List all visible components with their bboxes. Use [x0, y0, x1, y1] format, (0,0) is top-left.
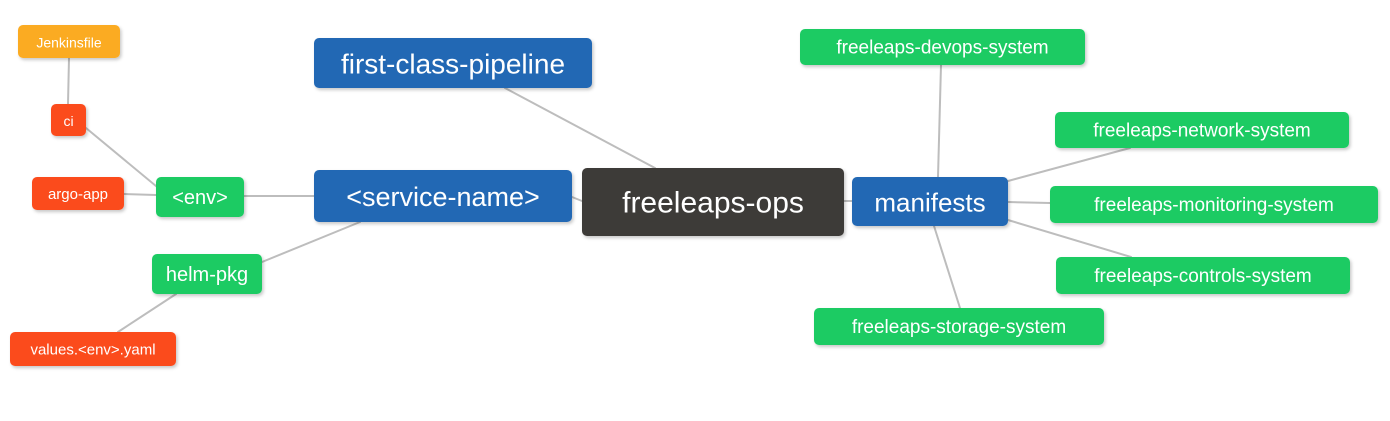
- mindmap-edge-first-class-pipeline-to-freeleaps-ops: [504, 87, 656, 169]
- node-box-freeleaps-network-system[interactable]: [1055, 112, 1349, 148]
- mindmap-node-helm-pkg[interactable]: helm-pkg: [152, 254, 262, 294]
- mindmap-node-freeleaps-devops-system[interactable]: freeleaps-devops-system: [800, 29, 1085, 65]
- node-box-freeleaps-monitoring-system[interactable]: [1050, 186, 1378, 223]
- node-box-freeleaps-storage-system[interactable]: [814, 308, 1104, 345]
- node-label-freeleaps-devops-system: freeleaps-devops-system: [836, 38, 1048, 59]
- node-box-ci[interactable]: [51, 104, 86, 136]
- nodes-layer: Jenkinsfile ci argo-app <env> helm-pkg values…: [10, 25, 1378, 366]
- node-label-ci: ci: [63, 113, 73, 129]
- node-label-values-yaml: values.<env>.yaml: [30, 342, 155, 359]
- mindmap-node-freeleaps-network-system[interactable]: freeleaps-network-system: [1055, 112, 1349, 148]
- node-label-first-class-pipeline: first-class-pipeline: [341, 49, 565, 80]
- mindmap-edge-manifests-to-freeleaps-network-system: [1007, 147, 1131, 182]
- mindmap-node-argo-app[interactable]: argo-app: [32, 177, 124, 210]
- node-box-service-name[interactable]: [314, 170, 572, 222]
- node-label-env: <env>: [172, 187, 228, 209]
- node-label-manifests: manifests: [874, 188, 985, 218]
- node-label-helm-pkg: helm-pkg: [166, 264, 248, 286]
- mindmap-node-service-name[interactable]: <service-name>: [314, 170, 572, 222]
- mindmap-node-freeleaps-ops[interactable]: freeleaps-ops: [582, 168, 844, 236]
- node-label-argo-app: argo-app: [48, 186, 108, 203]
- node-box-freeleaps-controls-system[interactable]: [1056, 257, 1350, 294]
- node-label-service-name: <service-name>: [346, 182, 540, 212]
- mindmap-node-manifests[interactable]: manifests: [852, 177, 1008, 226]
- mindmap-edge-manifests-to-freeleaps-controls-system: [1007, 219, 1132, 258]
- mindmap-node-freeleaps-storage-system[interactable]: freeleaps-storage-system: [814, 308, 1104, 345]
- mindmap-edge-ci-to-env: [85, 127, 163, 192]
- node-label-freeleaps-controls-system: freeleaps-controls-system: [1094, 266, 1312, 287]
- node-box-freeleaps-devops-system[interactable]: [800, 29, 1085, 65]
- node-box-freeleaps-ops[interactable]: [582, 168, 844, 236]
- mindmap-node-jenkinsfile[interactable]: Jenkinsfile: [18, 25, 120, 58]
- mindmap-node-first-class-pipeline[interactable]: first-class-pipeline: [314, 38, 592, 88]
- node-box-manifests[interactable]: [852, 177, 1008, 226]
- mindmap-node-values-yaml[interactable]: values.<env>.yaml: [10, 332, 176, 366]
- mindmap-edge-manifests-to-freeleaps-monitoring-system: [1007, 201, 1051, 204]
- node-label-freeleaps-monitoring-system: freeleaps-monitoring-system: [1094, 195, 1334, 216]
- edges-layer: [67, 57, 1132, 333]
- mindmap-node-env[interactable]: <env>: [156, 177, 244, 217]
- mindmap-edge-values-yaml-to-helm-pkg: [117, 293, 177, 333]
- node-box-values-yaml[interactable]: [10, 332, 176, 366]
- mindmap-edge-helm-pkg-to-service-name: [261, 221, 361, 263]
- node-box-first-class-pipeline[interactable]: [314, 38, 592, 88]
- node-box-helm-pkg[interactable]: [152, 254, 262, 294]
- mindmap-edge-service-name-to-freeleaps-ops: [571, 196, 583, 202]
- mindmap-edge-jenkinsfile-to-ci: [67, 57, 70, 105]
- node-label-freeleaps-ops: freeleaps-ops: [622, 187, 804, 220]
- mindmap-edge-manifests-to-freeleaps-devops-system: [937, 64, 942, 178]
- mindmap-edge-manifests-to-freeleaps-storage-system: [933, 225, 961, 309]
- mindmap-node-ci[interactable]: ci: [51, 104, 86, 136]
- node-label-jenkinsfile: Jenkinsfile: [36, 35, 102, 51]
- node-box-argo-app[interactable]: [32, 177, 124, 210]
- mindmap-edge-argo-app-to-env: [123, 193, 157, 196]
- node-box-env[interactable]: [156, 177, 244, 217]
- node-label-freeleaps-network-system: freeleaps-network-system: [1093, 121, 1311, 142]
- mindmap-node-freeleaps-monitoring-system[interactable]: freeleaps-monitoring-system: [1050, 186, 1378, 223]
- node-box-jenkinsfile[interactable]: [18, 25, 120, 58]
- mindmap-node-freeleaps-controls-system[interactable]: freeleaps-controls-system: [1056, 257, 1350, 294]
- node-label-freeleaps-storage-system: freeleaps-storage-system: [852, 317, 1066, 338]
